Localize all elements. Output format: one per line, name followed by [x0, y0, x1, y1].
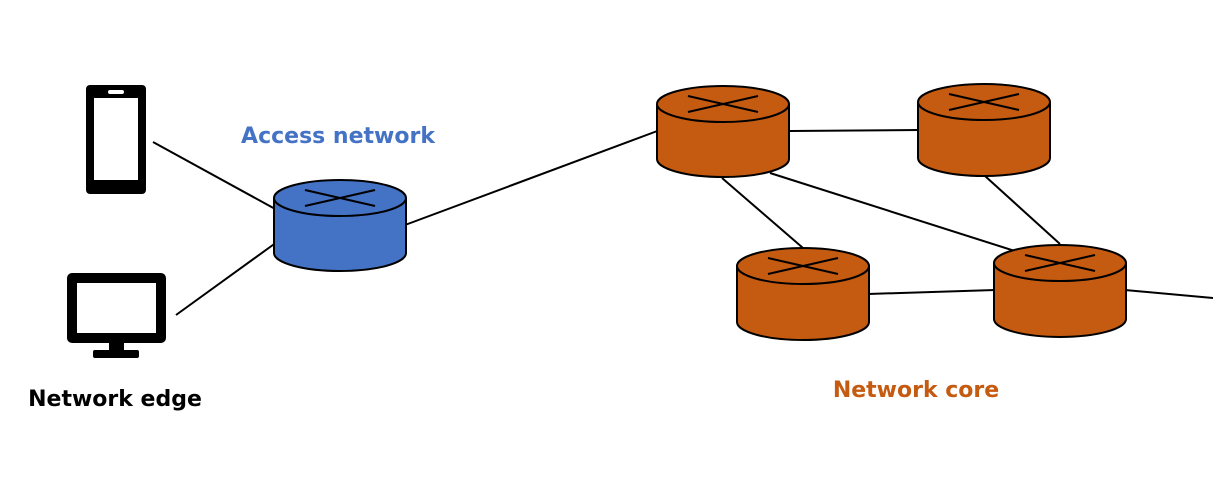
- link-core3-core4: [867, 289, 996, 295]
- link-core1-core2: [789, 129, 921, 132]
- link-core1-core3: [721, 177, 804, 249]
- core-router-1-icon: [656, 85, 790, 178]
- monitor-icon: [67, 273, 166, 358]
- link-monitor-access: [175, 241, 278, 316]
- network-core-label: Network core: [833, 378, 999, 403]
- link-access-core1: [404, 129, 661, 226]
- core-router-3-icon: [736, 247, 870, 341]
- links: [152, 129, 1213, 316]
- link-core4-out: [1124, 289, 1213, 299]
- core-router-2-icon: [917, 83, 1051, 177]
- link-core2-core4: [984, 175, 1061, 245]
- router-body: [273, 198, 407, 272]
- access-network-label: Access network: [241, 124, 436, 149]
- link-phone-access: [152, 141, 278, 211]
- smartphone-icon: [86, 85, 146, 194]
- network-edge-label: Network edge: [28, 387, 202, 412]
- access-router-icon: [273, 179, 407, 272]
- link-core1-core4: [769, 172, 1019, 253]
- core-router-4-icon: [993, 244, 1127, 338]
